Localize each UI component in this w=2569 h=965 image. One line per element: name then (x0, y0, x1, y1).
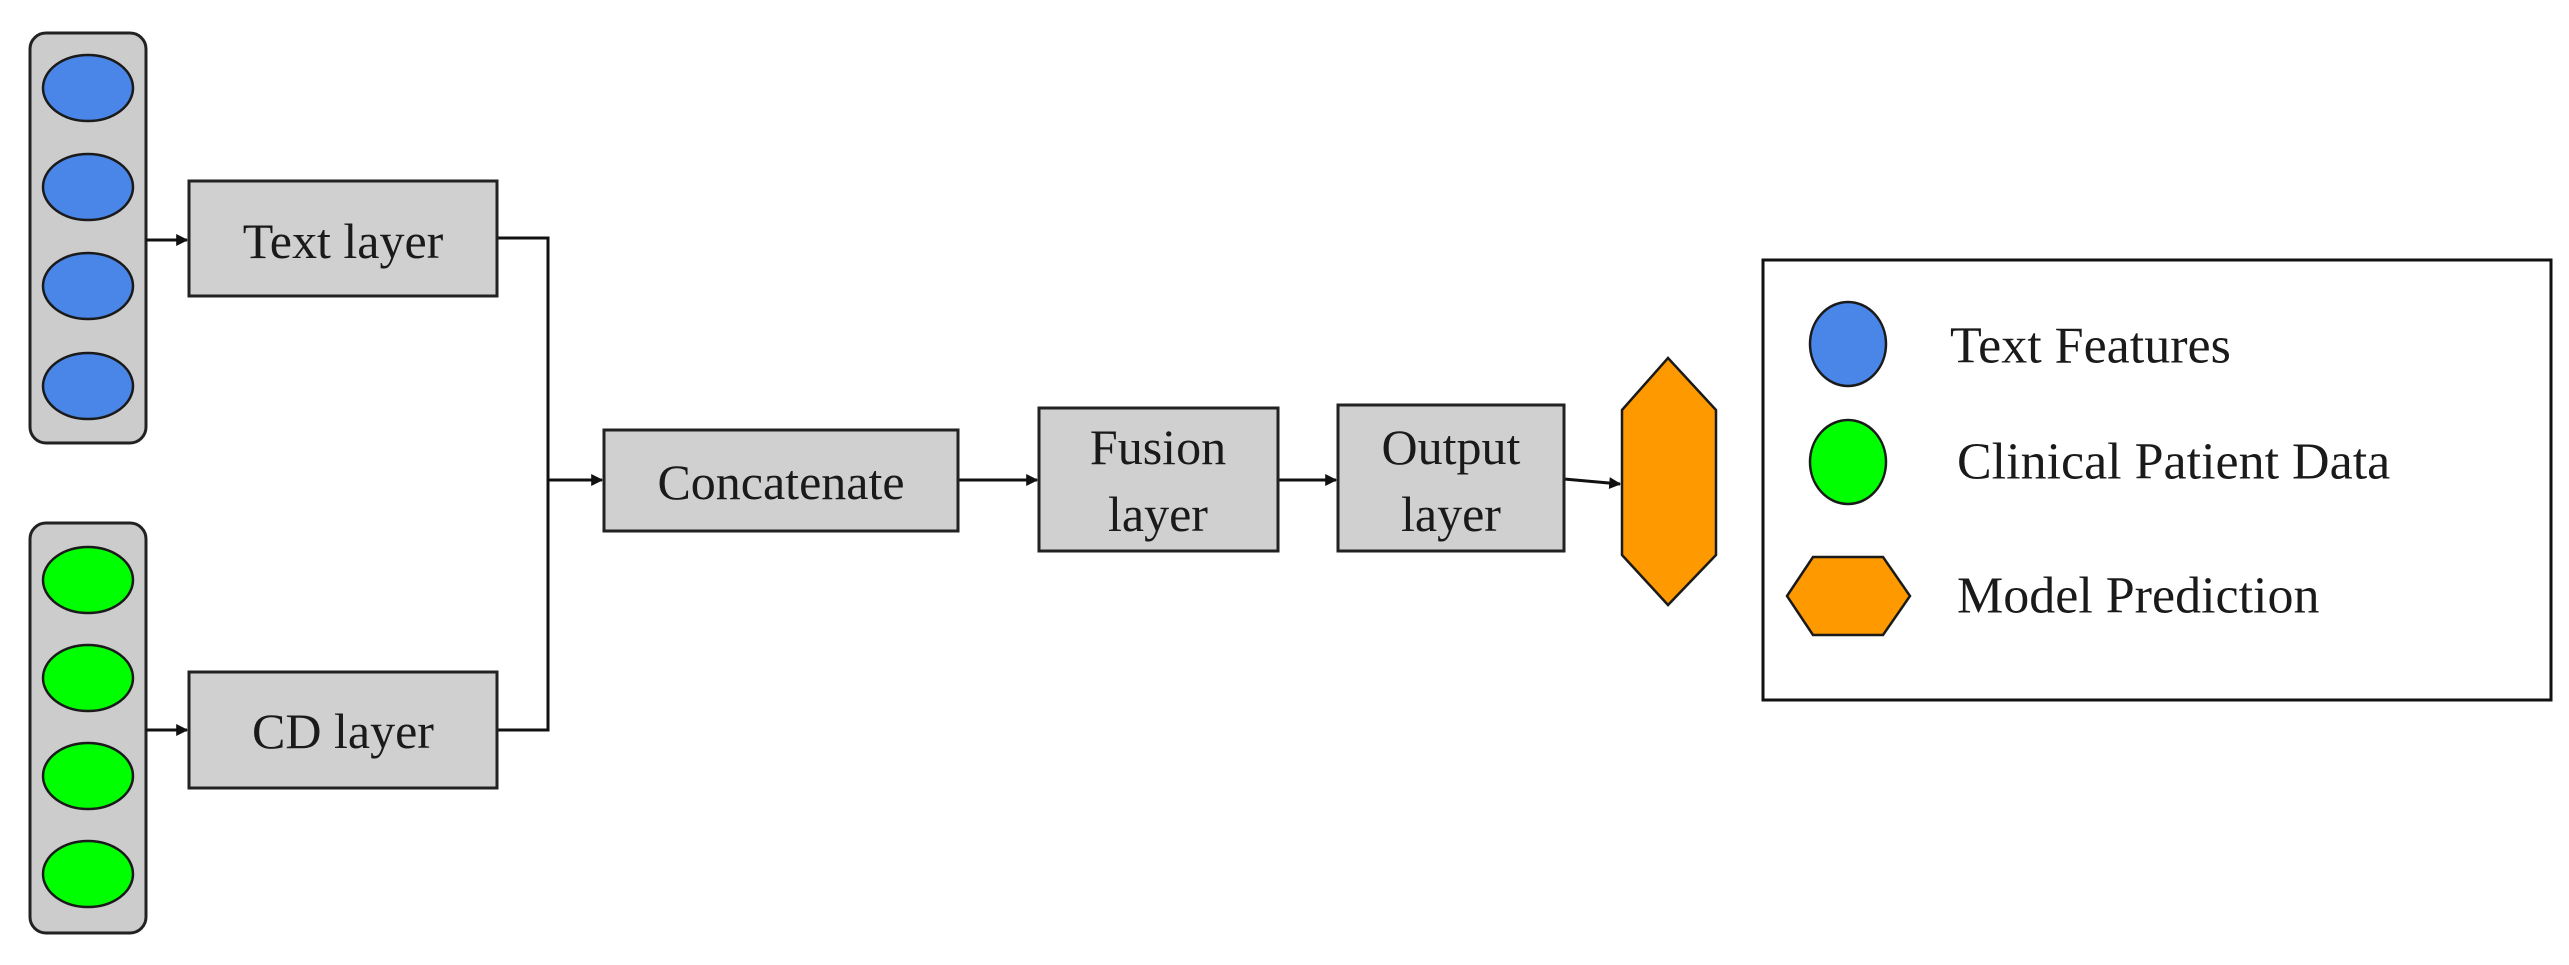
text-to-concat-connector (497, 236, 550, 480)
legend-model-prediction-label: Model Prediction (1957, 568, 2320, 625)
text-feature-nodes (41, 53, 135, 421)
fusion-layer-label-line1: Fusion (1090, 419, 1226, 475)
concatenate-box: Concatenate (602, 428, 960, 533)
text-feature-node (41, 53, 135, 123)
legend-text-features-icon (1808, 300, 1888, 388)
output-layer-label-line1: Output (1382, 419, 1521, 475)
text-layer-box: Text layer (187, 179, 499, 298)
clinical-data-node (41, 741, 135, 811)
cd-to-concat-connector (497, 480, 550, 732)
text-feature-node (41, 152, 135, 222)
text-feature-node (41, 351, 135, 421)
output-to-prediction-arrow (1563, 477, 1622, 490)
legend: Text Features Clinical Patient Data Mode… (1761, 258, 2553, 702)
legend-box (1761, 258, 2553, 702)
text-features-panel (28, 31, 148, 445)
output-layer-box: Output layer (1336, 403, 1566, 553)
clinical-data-node (41, 545, 135, 615)
cd-layer-label: CD layer (252, 703, 434, 759)
cd-layer-box: CD layer (187, 670, 499, 790)
legend-model-prediction-icon (1785, 555, 1912, 637)
legend-text-features-label: Text Features (1950, 318, 2231, 375)
text-layer-label: Text layer (243, 213, 444, 269)
legend-clinical-data-label: Clinical Patient Data (1957, 434, 2390, 491)
fusion-layer-label-line2: layer (1108, 486, 1208, 542)
clinical-data-node (41, 643, 135, 713)
clinical-data-nodes (41, 545, 135, 909)
legend-clinical-data-icon (1808, 418, 1888, 506)
clinical-data-node (41, 839, 135, 909)
output-layer-label-line2: layer (1401, 486, 1501, 542)
text-feature-node (41, 251, 135, 321)
fusion-layer-box: Fusion layer (1037, 406, 1280, 553)
concatenate-label: Concatenate (657, 454, 904, 510)
clinical-data-panel (28, 521, 148, 935)
model-prediction-node (1620, 356, 1718, 607)
